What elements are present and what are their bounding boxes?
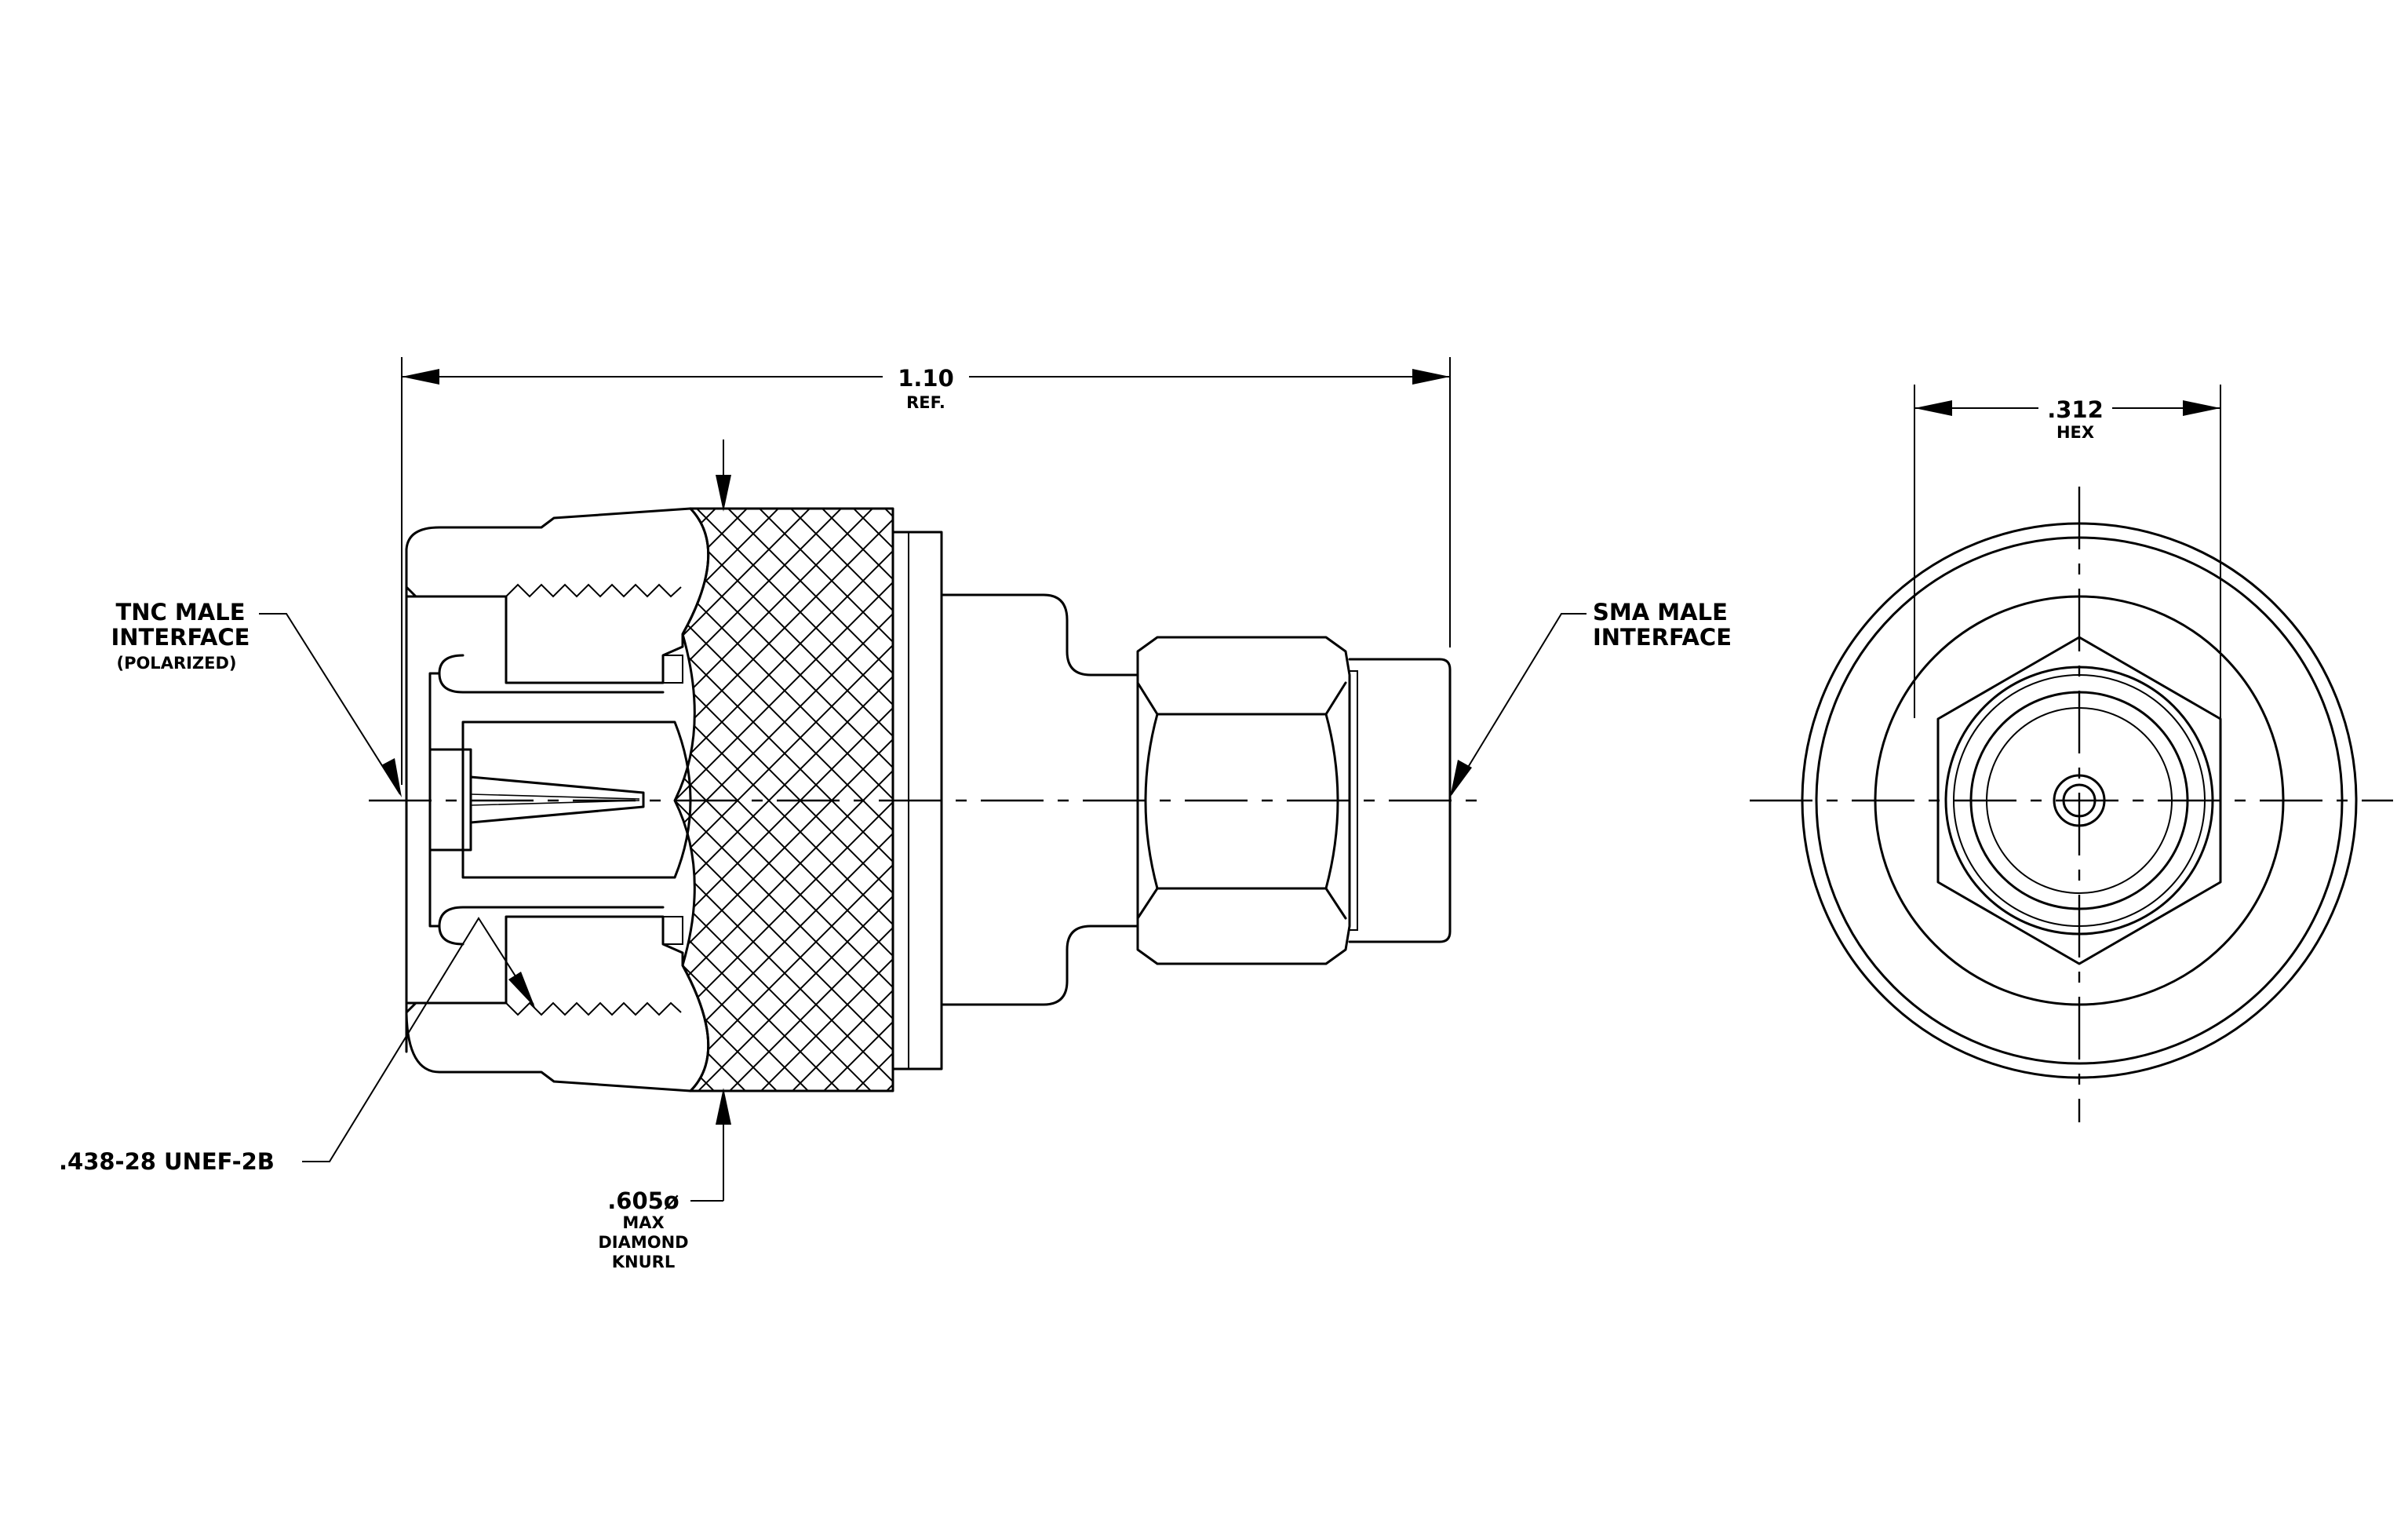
sma-label-line1: SMA MALE xyxy=(1593,599,1728,626)
knurl-diameter-dimension: .605ø MAX DIAMOND KNURL xyxy=(598,440,731,1271)
overall-length-value: 1.10 xyxy=(898,365,954,392)
end-view xyxy=(1750,487,2393,1122)
knurl-diameter-value: .605ø xyxy=(607,1187,679,1214)
hex-value: .312 xyxy=(2047,396,2104,423)
end-view-hex xyxy=(1936,636,2222,965)
inner-interface xyxy=(428,654,692,946)
thread-spec-label: .438-28 UNEF-2B xyxy=(59,1148,275,1175)
tnc-label-line2: INTERFACE xyxy=(111,624,250,651)
hex-note: HEX xyxy=(2056,423,2094,442)
sma-label-line2: INTERFACE xyxy=(1593,624,1732,651)
overall-length-dimension: 1.10 REF. xyxy=(401,357,1451,785)
svg-text:MAX: MAX xyxy=(622,1213,664,1232)
svg-text:KNURL: KNURL xyxy=(612,1253,675,1271)
svg-text:DIAMOND: DIAMOND xyxy=(598,1233,688,1252)
overall-length-note: REF. xyxy=(906,393,945,412)
tnc-interface-callout: TNC MALE INTERFACE (POLARIZED) xyxy=(111,599,402,797)
thread-callout: .438-28 UNEF-2B xyxy=(59,917,535,1175)
adapter-body xyxy=(940,593,1139,1006)
tnc-label-line3: (POLARIZED) xyxy=(116,654,236,673)
side-view xyxy=(369,507,1487,1092)
sma-interface-callout: SMA MALE INTERFACE xyxy=(1450,599,1732,797)
hex-dimension: .312 HEX xyxy=(1914,385,2221,718)
tnc-label-line1: TNC MALE xyxy=(115,599,245,626)
